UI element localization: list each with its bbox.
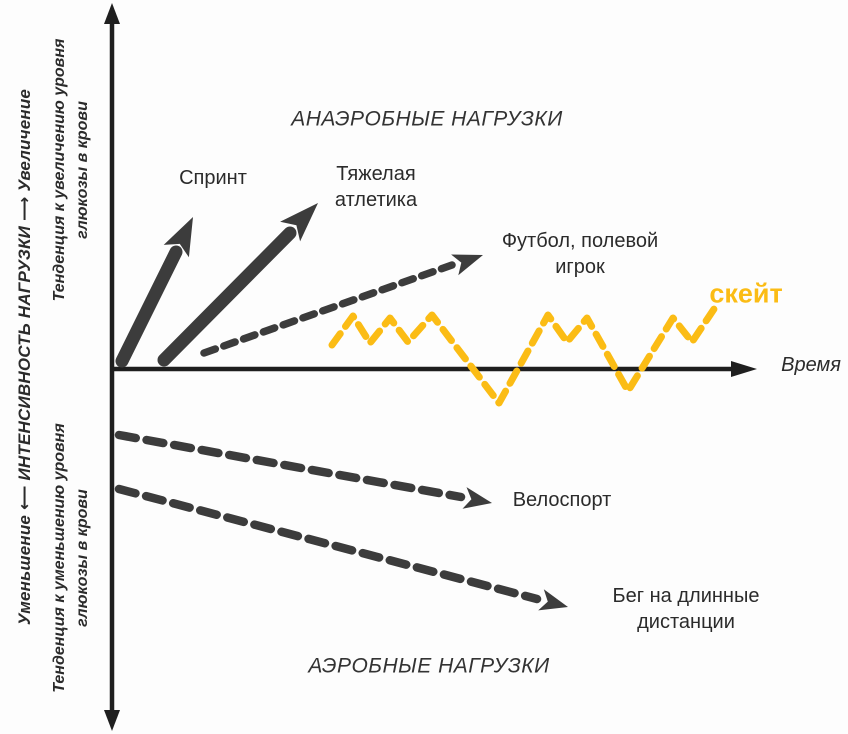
y-axis-label: Уменьшение ⟵ ИНТЕНСИВНОСТЬ НАГРУЗКИ ⟶ Ув… — [14, 88, 34, 626]
football-label-line1: Футбол, полевой — [501, 230, 659, 252]
sprint-arrow — [115, 217, 193, 368]
anaerobic-zone-title: АНАЭРОБНЫЕ НАГРУЗКИ — [291, 107, 563, 131]
football-label: Футбол, полевой игрок — [502, 228, 658, 280]
skate-zigzag — [328, 302, 720, 407]
glucose-increase-note: Тенденция к увеличению уровня глюкозы в … — [48, 39, 94, 302]
y-axis-up-arrowhead — [104, 3, 120, 24]
running-label: Бег на длинные дистанции — [613, 583, 760, 635]
weightlifting-label-line1: Тяжелая — [336, 163, 416, 185]
football-label-line2: игрок — [555, 256, 605, 278]
x-axis — [110, 361, 757, 377]
time-axis-label: Время — [781, 354, 841, 376]
weightlifting-arrow — [157, 203, 318, 367]
weightlifting-label: Тяжелая атлетика — [335, 161, 417, 213]
aerobic-zone-title: АЭРОБНЫЕ НАГРУЗКИ — [308, 654, 550, 678]
weightlifting-label-line2: атлетика — [334, 189, 418, 211]
running-arrow — [114, 484, 568, 611]
football-arrow — [200, 254, 483, 357]
glucose-increase-note-line2: глюкозы в крови — [74, 101, 91, 239]
x-axis-arrowhead — [731, 361, 757, 377]
cycling-arrow — [114, 430, 492, 509]
glucose-decrease-note-line1: Тенденция к уменьшению уровня — [50, 423, 68, 693]
sprint-label: Спринт — [179, 167, 247, 189]
glucose-decrease-note-line2: глюкозы в крови — [74, 489, 91, 627]
skate-label: скейт — [709, 278, 783, 309]
glucose-increase-note-line1: Тенденция к увеличению уровня — [50, 38, 68, 302]
running-label-line1: Бег на длинные — [612, 585, 760, 607]
glucose-decrease-note: Тенденция к уменьшению уровня глюкозы в … — [48, 423, 94, 693]
running-label-line2: дистанции — [637, 611, 735, 633]
y-axis-down-arrowhead — [104, 710, 120, 731]
cycling-label: Велоспорт — [512, 489, 612, 511]
